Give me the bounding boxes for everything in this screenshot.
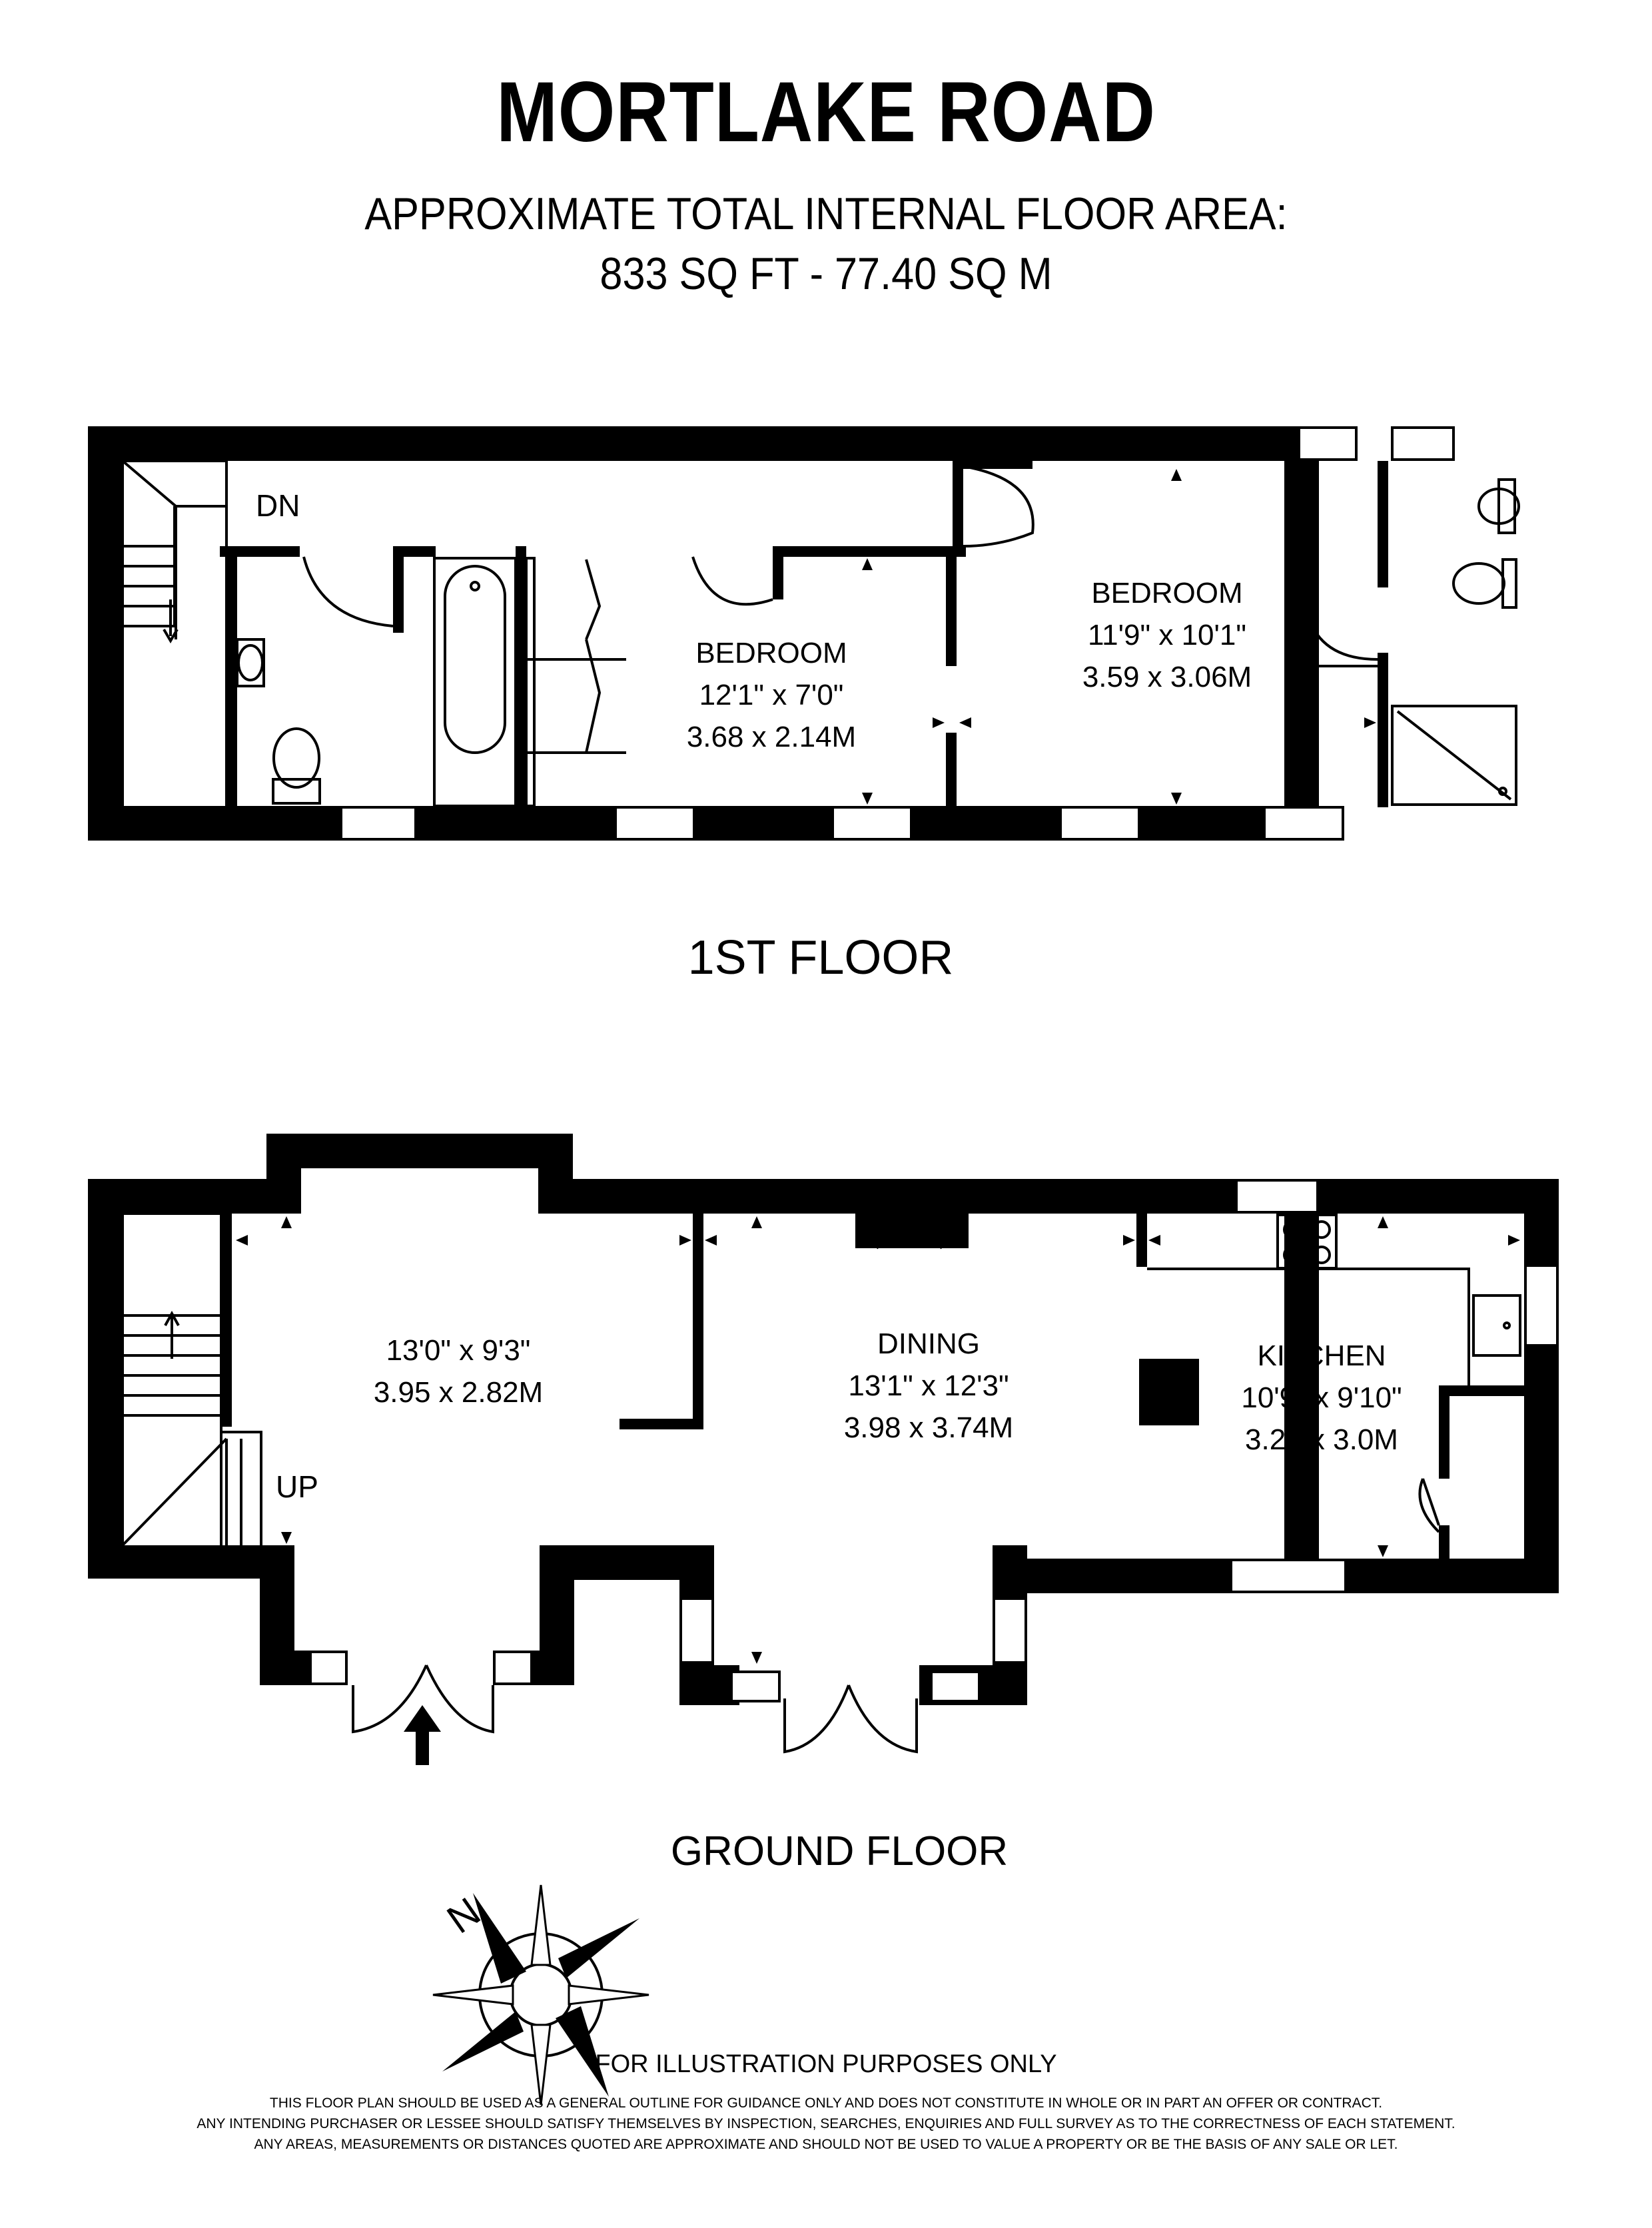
ff-wall-left <box>88 426 123 841</box>
ff-stairs-label: DN <box>256 488 300 523</box>
ff-bedroom-large-imperial: 11'9" x 10'1" <box>1088 619 1246 651</box>
gf-stairs-label: UP <box>276 1469 318 1504</box>
ff-bedroom-large-metric: 3.59 x 3.06M <box>1082 661 1252 693</box>
stair-direction-arrow <box>164 1310 180 1359</box>
ff-shower <box>1391 705 1517 806</box>
ff-dimension-markers <box>862 469 1376 805</box>
area-value: 833 SQ FT - 77.40 SQ M <box>600 248 1052 299</box>
ground-floor-plan <box>88 1134 1559 1765</box>
compass-north-label: N <box>439 1889 488 1942</box>
gf-dining-imperial: 13'1" x 12'3" <box>848 1369 1009 1402</box>
stair-direction-arrow <box>163 599 179 643</box>
ff-staircase <box>121 460 228 809</box>
ff-bedroom-small-name: BEDROOM <box>695 637 847 669</box>
gf-kitchen-island <box>1139 1359 1199 1425</box>
gf-kitchen-counter <box>1147 1214 1521 1385</box>
disclaimer-line-3: ANY AREAS, MEASUREMENTS OR DISTANCES QUO… <box>254 2137 1398 2152</box>
ff-wall-right <box>1284 426 1319 841</box>
gf-chimney <box>855 1214 969 1248</box>
entrance-arrow-icon <box>404 1705 441 1765</box>
disclaimer-line-1: THIS FLOOR PLAN SHOULD BE USED AS A GENE… <box>269 2095 1383 2111</box>
gf-door <box>352 1478 1440 1754</box>
gf-dining-metric: 3.98 x 3.74M <box>844 1411 1013 1444</box>
gf-kitchen-imperial: 10'9" x 9'10" <box>1241 1381 1402 1414</box>
ff-toilet <box>272 727 321 805</box>
gf-dining-name: DINING <box>877 1327 980 1360</box>
illustration-note: FOR ILLUSTRATION PURPOSES ONLY <box>595 2050 1057 2078</box>
ff-wardrobe <box>525 557 626 807</box>
gf-kitchen-name: KITCHEN <box>1257 1339 1386 1372</box>
gf-reception-metric: 3.95 x 2.82M <box>374 1376 543 1409</box>
first-floor-title: 1ST FLOOR <box>688 931 954 984</box>
ff-bath <box>433 557 517 807</box>
gf-reception-imperial: 13'0" x 9'3" <box>386 1334 531 1367</box>
disclaimer-line-2: ANY INTENDING PURCHASER OR LESSEE SHOULD… <box>197 2116 1455 2131</box>
area-heading: APPROXIMATE TOTAL INTERNAL FLOOR AREA: <box>364 188 1288 239</box>
ff-window <box>1298 426 1455 461</box>
ff-bedroom-small-imperial: 12'1" x 7'0" <box>699 679 844 711</box>
ff-wall-top <box>88 426 1319 461</box>
gf-staircase <box>121 1212 262 1548</box>
ff-door <box>302 465 1378 667</box>
ff-window <box>340 806 1344 841</box>
page-title: MORTLAKE ROAD <box>496 65 1156 160</box>
ff-bedroom-small-metric: 3.68 x 2.14M <box>687 721 856 753</box>
compass-rose-icon <box>432 1884 649 2105</box>
gf-dimension-markers <box>236 1216 1520 1664</box>
gf-kitchen-metric: 3.28 x 3.0M <box>1245 1423 1398 1456</box>
ff-ensuite-basin <box>1477 478 1520 534</box>
gf-window <box>309 1179 1559 1702</box>
ff-ensuite-toilet <box>1452 558 1517 609</box>
first-floor-plan <box>88 426 1520 841</box>
ground-floor-title: GROUND FLOOR <box>671 1828 1008 1874</box>
ff-bedroom-large-name: BEDROOM <box>1091 577 1242 609</box>
ff-basin <box>236 638 265 687</box>
